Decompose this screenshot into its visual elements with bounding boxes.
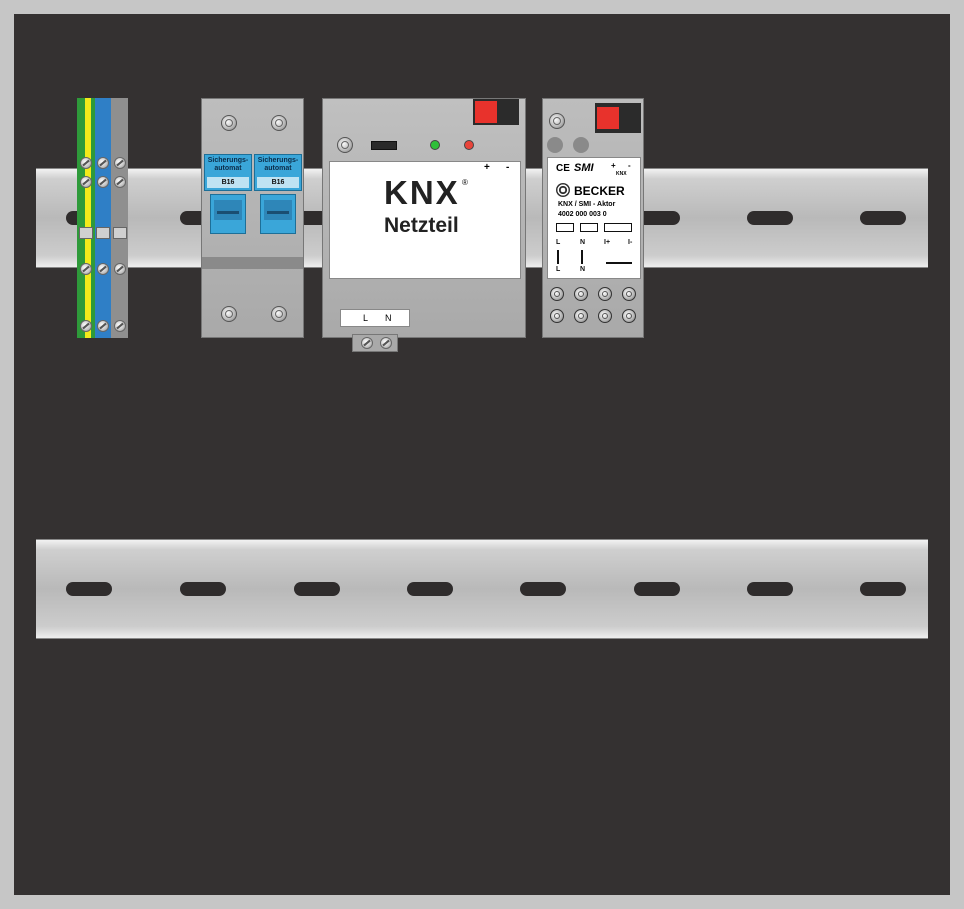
rail-slot [747, 211, 793, 225]
rail-slot [634, 582, 680, 596]
terminal-screw[interactable] [80, 263, 92, 275]
rail-slot [407, 582, 453, 596]
rail-slot [747, 582, 793, 596]
terminal-marker [79, 227, 93, 239]
breaker-label-text: Sicherungs- automat [207, 157, 249, 172]
terminal-block [77, 98, 128, 338]
breaker-divider [202, 257, 303, 269]
actuator-terminal[interactable] [550, 309, 564, 323]
reset-button[interactable] [337, 137, 353, 153]
wiring-line [557, 250, 559, 264]
actuator-name: KNX / SMI - Aktor [558, 201, 616, 208]
breaker-screw[interactable] [221, 306, 237, 322]
terminal-screw[interactable] [97, 157, 109, 169]
breaker-rating: B16 [207, 177, 249, 188]
breaker-screw[interactable] [221, 115, 237, 131]
terminal-screw[interactable] [80, 157, 92, 169]
terminal-screw[interactable] [361, 337, 373, 349]
rail-slot [66, 582, 112, 596]
actuator-terminal[interactable] [550, 287, 564, 301]
knx-power-supply: + - KNX ® Netzteil L N [322, 98, 526, 338]
led-red [464, 140, 474, 150]
knx-logo: KNX [384, 174, 460, 211]
breaker-label-1: Sicherungs- automat B16 [204, 154, 252, 191]
programming-button[interactable] [549, 113, 565, 129]
actuator-brand: BECKER [574, 184, 625, 198]
wiring-label-i-plus: I+ [604, 239, 611, 246]
wiring-line [606, 262, 632, 264]
actuator-terminal[interactable] [574, 309, 588, 323]
terminal-screw[interactable] [97, 320, 109, 332]
breaker-screw[interactable] [271, 115, 287, 131]
breaker-toggle-1[interactable] [210, 194, 246, 234]
wiring-label-i-minus: I- [628, 239, 633, 246]
terminal-screw[interactable] [80, 320, 92, 332]
smi-logo: SMI [574, 162, 594, 174]
terminal-marker [113, 227, 127, 239]
terminal-screw[interactable] [80, 176, 92, 188]
breaker-toggle-2[interactable] [260, 194, 296, 234]
dip-switch[interactable] [371, 141, 397, 150]
terminal-screw[interactable] [380, 337, 392, 349]
actuator-knob [547, 137, 563, 153]
knx-registered-mark: ® [462, 178, 468, 187]
terminal-screw[interactable] [97, 176, 109, 188]
terminal-symbol [556, 223, 574, 232]
wiring-label-l-bottom: L [556, 266, 561, 273]
neutral-terminal-strip [95, 98, 111, 338]
bus-connector-red[interactable] [597, 107, 619, 129]
rail-slot [520, 582, 566, 596]
ce-mark: CE [556, 163, 570, 174]
wiring-line [581, 250, 583, 264]
actuator-label-panel: CE SMI + - KNX BECKER KNX / SMI - Aktor … [547, 157, 641, 279]
psu-plus-sign: + [484, 162, 490, 173]
circuit-breaker-pair: Sicherungs- automat B16 Sicherungs- auto… [201, 98, 304, 338]
actuator-plus: + [611, 161, 616, 170]
bus-connector-red[interactable] [475, 101, 497, 123]
psu-terminal-clamp [352, 334, 398, 352]
terminal-screw[interactable] [114, 320, 126, 332]
led-green [430, 140, 440, 150]
breaker-label-2: Sicherungs- automat B16 [254, 154, 302, 191]
actuator-knob [573, 137, 589, 153]
knx-smi-actuator: CE SMI + - KNX BECKER KNX / SMI - Aktor … [542, 98, 644, 338]
actuator-number: 4002 000 003 0 [558, 211, 607, 218]
psu-terminal-l: L [363, 313, 369, 323]
becker-logo-icon [556, 183, 570, 197]
rail-slot [860, 211, 906, 225]
terminal-symbol [604, 223, 632, 232]
rail-slot [180, 582, 226, 596]
knx-small-logo: KNX [616, 171, 627, 177]
terminal-screw[interactable] [114, 157, 126, 169]
actuator-minus: - [628, 161, 631, 170]
din-rail-lower [36, 539, 928, 639]
terminal-marker [96, 227, 110, 239]
grey-terminal-strip [111, 98, 128, 338]
wiring-label-n-bottom: N [580, 266, 586, 273]
psu-terminal-n: N [385, 313, 392, 323]
terminal-screw[interactable] [97, 263, 109, 275]
terminal-screw[interactable] [114, 176, 126, 188]
rail-slot [634, 211, 680, 225]
psu-terminal-label: L N [340, 309, 410, 327]
breaker-rating: B16 [257, 177, 299, 188]
actuator-terminal[interactable] [574, 287, 588, 301]
wiring-label-n-top: N [580, 239, 586, 246]
breaker-screw[interactable] [271, 306, 287, 322]
psu-title: Netzteil [384, 214, 459, 237]
earth-terminal-strip [77, 98, 95, 338]
actuator-terminal[interactable] [598, 287, 612, 301]
actuator-terminal[interactable] [598, 309, 612, 323]
rail-slot [294, 582, 340, 596]
rail-slot [860, 582, 906, 596]
terminal-screw[interactable] [114, 263, 126, 275]
actuator-terminal[interactable] [622, 287, 636, 301]
psu-label-panel: + - KNX ® Netzteil [329, 161, 521, 279]
actuator-terminal[interactable] [622, 309, 636, 323]
wiring-label-l-top: L [556, 239, 561, 246]
breaker-label-text: Sicherungs- automat [257, 157, 299, 172]
terminal-symbol [580, 223, 598, 232]
psu-minus-sign: - [506, 162, 510, 173]
